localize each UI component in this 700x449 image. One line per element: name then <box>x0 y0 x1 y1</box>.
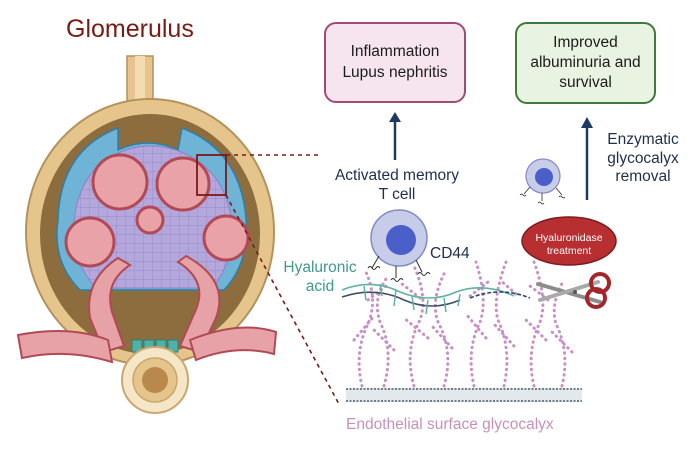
enzymatic-removal-label: Enzymatic glycocalyx removal <box>607 131 679 186</box>
endothelial-membrane <box>346 388 582 402</box>
outcome-box-inflammation: Inflammation Lupus nephritis <box>324 22 466 103</box>
hyaluronic-acid-label: Hyaluronic acid <box>283 259 357 295</box>
t-cell <box>370 209 428 267</box>
hyaluronidase-ellipse <box>521 216 617 266</box>
t-cell-label: Activated memory T cell <box>334 167 460 203</box>
outcome-box-improved: Improved albuminuria and survival <box>515 22 656 104</box>
zoom-connectors <box>225 154 341 407</box>
arrow-up-right <box>581 117 593 200</box>
page-title: Glomerulus <box>66 15 194 43</box>
zoom-box <box>196 154 227 196</box>
glycocalyx-label: Endothelial surface glycocalyx <box>346 416 554 433</box>
cd44-label: CD44 <box>430 245 470 262</box>
cd44-receptors <box>367 255 431 282</box>
hyaluronidase-label: Hyaluronidase treatment <box>535 232 603 257</box>
capillary-loops <box>64 153 250 268</box>
glycocalyx-chains <box>352 260 574 388</box>
hyaluronic-acid-strands <box>341 283 531 307</box>
scissors-icon <box>536 272 611 309</box>
small-t-cell <box>519 158 566 205</box>
arteriole-tubes <box>16 254 278 364</box>
arrow-up-left <box>389 112 401 160</box>
ha-bristles <box>363 283 461 315</box>
glomerulus-illustration <box>16 55 278 414</box>
